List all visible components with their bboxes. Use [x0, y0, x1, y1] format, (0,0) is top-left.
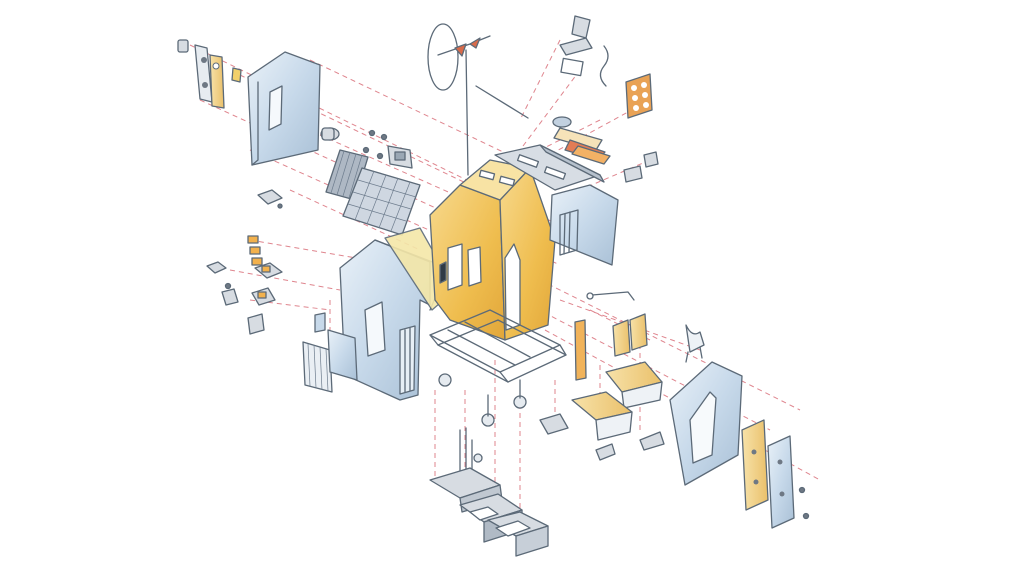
floor-frame [429, 309, 567, 427]
roof-slab [494, 144, 605, 191]
top-right-components [552, 15, 659, 183]
bench-seat [605, 361, 663, 409]
door-and-window-parts [302, 312, 358, 393]
right-gable-panel [549, 184, 619, 266]
rear-door-glass [767, 435, 810, 529]
wind-turbine [427, 23, 491, 176]
main-timber-box [429, 159, 556, 341]
rain-pipe [475, 85, 529, 119]
radiator-block [625, 73, 653, 119]
left-hinge-parts [177, 39, 242, 109]
interior-components-right [539, 291, 705, 461]
left-gable-panel [247, 51, 321, 166]
plumbing-module [429, 427, 549, 557]
left-brackets [206, 189, 283, 335]
rear-door-wood [741, 419, 769, 511]
front-left-glass-shell [339, 239, 449, 401]
rear-gable-panel [669, 361, 743, 486]
fittings-cluster-left [320, 127, 413, 169]
bench-base [571, 391, 633, 441]
